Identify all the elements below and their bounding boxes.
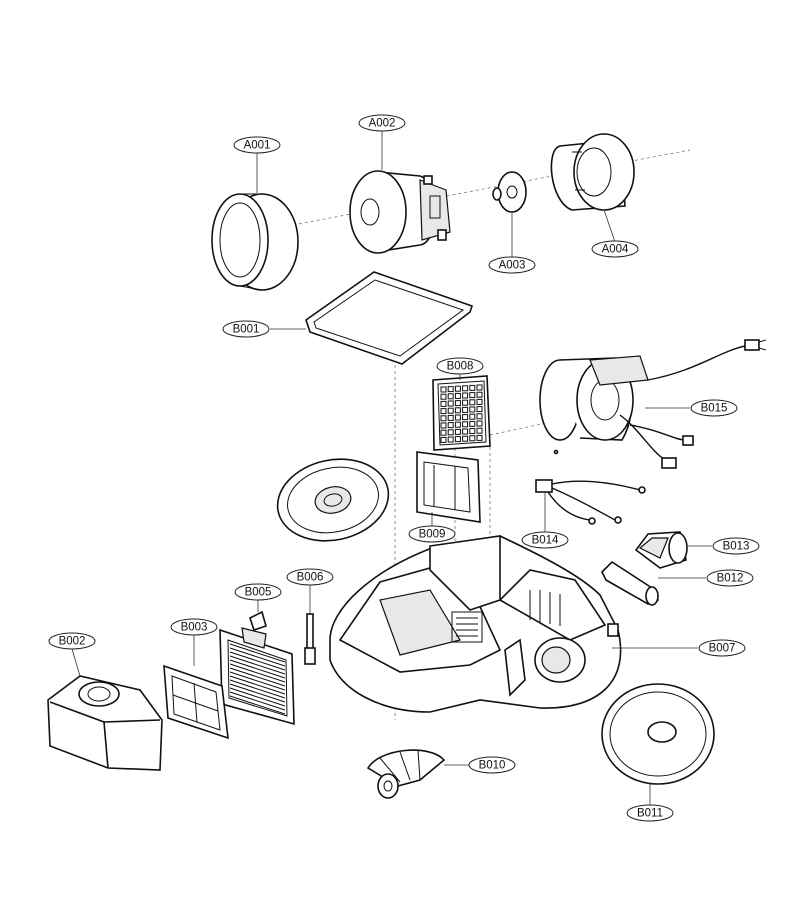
callout-b014: B014 <box>521 531 569 549</box>
part-b013-housing <box>634 531 688 569</box>
part-a004-cylinder <box>550 133 635 211</box>
callout-bubble <box>712 537 760 555</box>
callout-b006: B006 <box>286 568 334 586</box>
callout-a003: A003 <box>488 256 536 274</box>
callout-bubble <box>488 256 536 274</box>
callout-bubble <box>626 804 674 822</box>
part-b009-filter-frame <box>416 451 481 523</box>
callout-bubble <box>690 399 738 417</box>
leader-lines <box>71 131 712 806</box>
callout-label: B007 <box>709 643 736 655</box>
callout-b009: B009 <box>408 525 456 543</box>
callout-label: B010 <box>479 760 506 772</box>
callout-b012: B012 <box>706 569 754 587</box>
callout-b010: B010 <box>468 756 516 774</box>
callout-label: B012 <box>717 573 744 585</box>
part-b012-nozzle <box>601 560 660 606</box>
callout-label: B015 <box>701 403 728 415</box>
callout-label: A002 <box>369 118 396 130</box>
callout-b005: B005 <box>234 583 282 601</box>
callout-bubble <box>222 320 270 338</box>
callout-bubble <box>521 531 569 549</box>
callout-b015: B015 <box>690 399 738 417</box>
callout-bubble <box>408 525 456 543</box>
callout-bubble <box>48 632 96 650</box>
part-b006-pin <box>304 613 316 665</box>
callout-bubble <box>468 756 516 774</box>
callout-bubble <box>591 240 639 258</box>
part-a001-ring <box>211 193 299 291</box>
part-a002-motor <box>349 170 451 254</box>
part-pleated-filter <box>219 627 295 726</box>
callout-b001: B001 <box>222 320 270 338</box>
callout-label: B003 <box>181 622 208 634</box>
callout-label: B006 <box>297 572 324 584</box>
callout-label: B011 <box>637 808 663 820</box>
callout-label: B009 <box>419 529 446 541</box>
callout-b008: B008 <box>436 357 484 375</box>
callout-label: B002 <box>59 636 86 648</box>
part-a003-disc <box>492 171 527 213</box>
callout-bubble <box>170 618 218 636</box>
callout-bubble <box>706 569 754 587</box>
part-b005-clip <box>249 610 267 632</box>
callout-bubble <box>436 357 484 375</box>
callout-b013: B013 <box>712 537 760 555</box>
callout-b007: B007 <box>698 639 746 657</box>
callout-bubble <box>698 639 746 657</box>
callout-label: B013 <box>723 541 750 553</box>
callout-label: A004 <box>602 244 629 256</box>
part-b008-grille <box>432 375 491 451</box>
part-lid-disc <box>276 458 390 542</box>
callout-label: B005 <box>245 587 272 599</box>
part-b011-wheel <box>601 683 715 785</box>
part-b001-gasket <box>305 271 474 365</box>
part-b015-cord-reel <box>539 339 767 469</box>
part-b003-grid-frame <box>163 664 229 740</box>
part-b007-main-body <box>329 535 622 713</box>
callout-label: B008 <box>447 361 474 373</box>
callout-label: B014 <box>532 535 559 547</box>
part-b010-caster <box>366 749 446 799</box>
callout-b002: B002 <box>48 632 96 650</box>
callout-bubble <box>233 136 281 154</box>
callout-b003: B003 <box>170 618 218 636</box>
callout-b011: B011 <box>626 804 674 822</box>
callout-a001: A001 <box>233 136 281 154</box>
callout-bubble <box>358 114 406 132</box>
callout-label: A003 <box>499 260 526 272</box>
callout-bubble <box>234 583 282 601</box>
callout-a004: A004 <box>591 240 639 258</box>
part-b002-dust-container <box>47 675 163 771</box>
callout-a002: A002 <box>358 114 406 132</box>
callout-label: B001 <box>233 324 260 336</box>
part-b014-harness <box>535 479 646 525</box>
callout-bubble <box>286 568 334 586</box>
callout-label: A001 <box>244 140 271 152</box>
